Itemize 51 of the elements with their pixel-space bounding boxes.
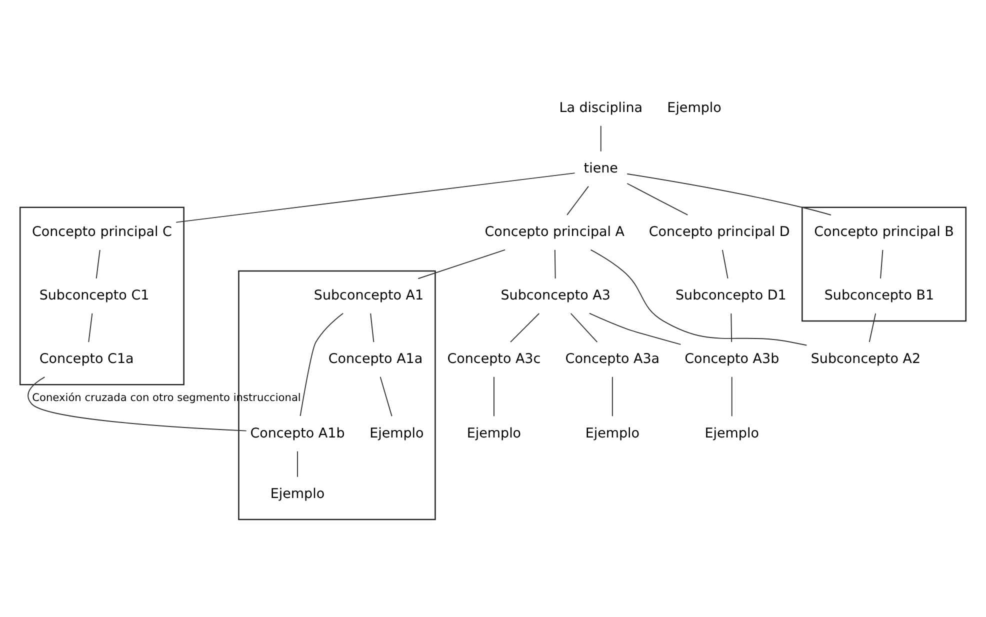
connector xyxy=(297,450,298,477)
node-text: Concepto A1a xyxy=(328,350,423,367)
connector xyxy=(370,312,374,342)
node-text: Subconcepto C1 xyxy=(39,287,150,304)
connector xyxy=(612,376,613,416)
connector xyxy=(600,124,602,152)
connector xyxy=(566,185,589,215)
connector xyxy=(493,376,494,416)
connector xyxy=(88,312,93,342)
connector xyxy=(626,182,688,215)
node-text: Ejemplo xyxy=(370,424,424,441)
connector xyxy=(28,376,247,431)
connector xyxy=(300,312,344,416)
node-text: Concepto A3a xyxy=(565,350,660,367)
connector xyxy=(570,312,598,342)
connector xyxy=(418,248,506,279)
connector xyxy=(722,248,728,278)
connector xyxy=(510,312,540,342)
connector xyxy=(626,172,832,215)
node-text: Concepto A3c xyxy=(447,350,541,367)
node-text: Ejemplo xyxy=(585,424,640,441)
node-text: Concepto principal D xyxy=(648,223,790,240)
node-text: Concepto A3b xyxy=(684,350,780,367)
node-text: tiene xyxy=(584,160,618,176)
node-text: Subconcepto A2 xyxy=(810,350,921,367)
node-text: Concepto principal B xyxy=(814,223,954,240)
connector xyxy=(730,312,732,342)
node-text: Ejemplo xyxy=(704,424,759,441)
node-text: Concepto principal C xyxy=(32,223,172,240)
connector xyxy=(554,248,556,278)
node-text: Subconcepto A1 xyxy=(314,287,424,304)
connector xyxy=(590,248,808,346)
cluster xyxy=(19,206,184,385)
node-text: Subconcepto A3 xyxy=(500,287,610,304)
connector xyxy=(176,172,576,222)
node-text: Ejemplo xyxy=(270,485,325,502)
node-text: Concepto principal A xyxy=(484,223,625,240)
node-text: Concepto C1a xyxy=(39,350,134,367)
cluster xyxy=(802,206,967,322)
connector xyxy=(868,312,876,342)
connector xyxy=(588,312,682,344)
connector xyxy=(880,248,884,278)
node-text: Subconcepto D1 xyxy=(675,287,786,304)
label: Ejemplo xyxy=(667,99,722,116)
node-text: La disciplina xyxy=(559,99,643,116)
node-text: Subconcepto B1 xyxy=(824,287,934,304)
connector xyxy=(96,248,100,278)
connector xyxy=(731,376,732,416)
connector xyxy=(380,376,392,416)
node-text: Ejemplo xyxy=(466,424,522,441)
node-text: Concepto A1b xyxy=(250,424,345,441)
